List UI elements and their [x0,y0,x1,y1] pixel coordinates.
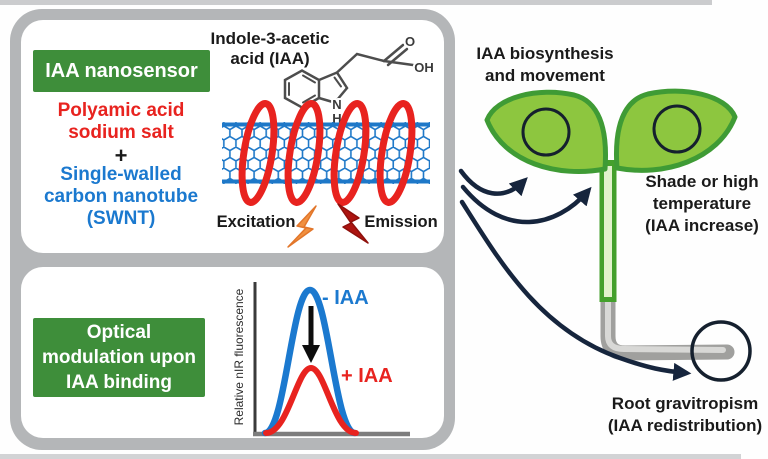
swnt-label: Single-walled carbon nanotube (SWNT) [43,164,199,229]
decrease-arrow-icon [302,306,320,363]
seedling-plant [484,88,752,382]
emission-label: Emission [364,213,438,231]
shade-temperature-label: Shade or high temperature (IAA increase) [645,172,759,235]
plus-sign: + [114,143,128,168]
curve-label-no-iaa: - IAA [322,287,369,309]
curve-no-iaa [261,286,359,437]
excitation-bolt-icon [287,205,317,248]
pointer-arrows [458,168,692,381]
bottom-border-strip [0,454,741,459]
polymer-coil [238,100,416,206]
arrow-to-leaf [458,168,528,197]
atom-oh: OH [414,60,434,75]
iaa-nanosensor-title: IAA nanosensor [33,50,210,92]
carbon-nanotube [222,122,430,184]
leaf-right-circle [652,104,702,154]
curve-with-iaa [263,364,359,436]
excitation-label: Excitation [216,213,296,231]
iaa-molecule-structure [283,43,415,109]
arrow-to-stem [460,184,592,225]
leaf-left [484,89,609,174]
molecule-title: Indole-3-acetic acid (IAA) [210,29,330,68]
atom-n: N [332,97,341,112]
polymer-label: Polyamic acid sodium salt [57,100,185,143]
arrow-to-root [459,199,692,381]
leaf-left-circle [521,107,571,157]
graph-y-axis-label: Relative nIR fluorescence [232,288,246,426]
biosynthesis-label: IAA biosynthesis and movement [476,44,614,85]
optical-modulation-title: Optical modulation upon IAA binding [33,318,205,397]
top-border-strip [0,0,712,5]
root-tip-circle [690,320,752,382]
curve-label-with-iaa: + IAA [341,365,393,387]
emission-bolt-icon [337,203,369,244]
atom-o: O [405,34,415,49]
fluorescence-graph [253,282,410,437]
leaf-right [613,88,738,173]
root-gravitropism-label: Root gravitropism (IAA redistribution) [607,394,763,435]
